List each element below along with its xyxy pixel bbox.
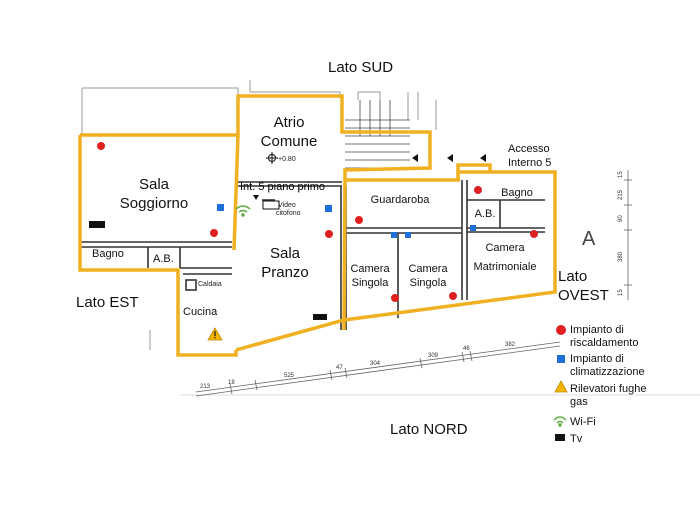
legend-gas-line1: Rilevatori fughe (570, 383, 646, 395)
atrio-label-1: Atrio (274, 114, 305, 131)
caldaia-label: Caldaia (198, 281, 222, 288)
dim-3: 47 (336, 365, 343, 371)
atrio-level: +0.80 (278, 156, 296, 163)
red-dot-icon (474, 186, 482, 194)
camera-singola-2-label-1: Camera (408, 263, 448, 275)
side-labels: Lato SUD Lato EST Lato OVEST Lato NORD (76, 59, 609, 438)
side-dimension-line (624, 170, 632, 300)
video-label-1: Video (278, 202, 296, 209)
side-dim-4: 15 (618, 289, 624, 296)
lato-ovest-label-1: Lato (558, 268, 587, 285)
dimension-labels: 213 18 525 47 304 309 46 382 (200, 342, 516, 390)
dimension-ticks (229, 350, 473, 395)
cucina-label: Cucina (183, 306, 218, 318)
lato-nord-label: Lato NORD (390, 421, 468, 438)
camera-matrimoniale-label-2: Matrimoniale (474, 261, 537, 273)
sala-pranzo-label-2: Pranzo (261, 264, 309, 281)
red-dot-icon (530, 230, 538, 238)
accesso-label-2: Interno 5 (508, 157, 551, 169)
camera-matrimoniale-label-1: Camera (485, 242, 525, 254)
staircase (345, 100, 410, 169)
blue-square-icon (470, 225, 476, 231)
ac-markers (217, 204, 476, 238)
dimension-line (195, 341, 561, 397)
side-dimension-labels: 15 215 90 380 15 (618, 171, 624, 296)
bagno-right-label: Bagno (501, 187, 533, 199)
accesso-label-1: Accesso (508, 143, 550, 155)
legend-tv-line1: Tv (570, 433, 583, 445)
camera-singola-1-label-2: Singola (352, 277, 390, 289)
video-label-2: citofono (276, 210, 301, 217)
dim-6: 46 (463, 346, 470, 352)
guardaroba-label: Guardaroba (371, 194, 431, 206)
sala-pranzo-label-1: Sala (270, 245, 301, 262)
sala-soggiorno-label-1: Sala (139, 176, 170, 193)
legend-ac-line2: climatizzazione (570, 366, 645, 378)
red-dot-icon (325, 230, 333, 238)
arrow-icon (253, 195, 259, 200)
side-dim-3: 380 (618, 251, 624, 262)
legend-heating-line1: Impianto di (570, 324, 624, 336)
ab-right-label: A.B. (475, 208, 496, 220)
dim-2: 525 (284, 373, 295, 379)
tv-icon (313, 314, 327, 320)
camera-singola-1-label-1: Camera (350, 263, 390, 275)
side-dim-2: 90 (618, 215, 624, 222)
camera-singola-2-label-2: Singola (410, 277, 448, 289)
arrow-icon (447, 154, 453, 162)
dim-5: 309 (428, 353, 439, 359)
red-dot-icon (355, 216, 363, 224)
dim-0: 213 (200, 384, 211, 390)
int5-label: Int. 5 piano primo (240, 181, 325, 193)
gas-detector-marker (207, 327, 223, 341)
red-dot-icon (97, 142, 105, 150)
sala-soggiorno-label-2: Soggiorno (120, 195, 188, 212)
legend: Impianto di riscaldamento Impianto di cl… (553, 324, 646, 445)
red-dot-icon (210, 229, 218, 237)
perimeter-walls (78, 94, 557, 357)
legend-wifi-icon (553, 416, 567, 427)
lato-sud-label: Lato SUD (328, 59, 393, 76)
atrio-label-2: Comune (261, 133, 318, 150)
tv-markers (89, 221, 327, 320)
legend-tv-icon (555, 434, 565, 441)
door-arrows (253, 154, 486, 200)
dim-4: 304 (370, 361, 381, 367)
interior-walls (80, 180, 545, 330)
blue-square-icon (217, 204, 224, 211)
a-marker: A (582, 228, 596, 250)
dim-1: 18 (228, 380, 235, 386)
tv-icon (89, 221, 105, 228)
legend-gas-line2: gas (570, 396, 588, 408)
blue-square-icon (405, 232, 411, 238)
intercom-icon (262, 200, 280, 210)
ab-left-label: A.B. (153, 253, 174, 265)
blue-square-icon (391, 232, 397, 238)
lato-ovest-label-2: OVEST (558, 287, 609, 304)
arrow-icon (412, 154, 418, 162)
wifi-icon (235, 205, 251, 217)
legend-blue-square-icon (557, 355, 565, 363)
bagno-left-label: Bagno (92, 248, 124, 260)
legend-wifi-line1: Wi-Fi (570, 416, 596, 428)
room-labels: Atrio Comune +0.80 Sala Soggiorno Int. 5… (92, 114, 596, 318)
blue-square-icon (325, 205, 332, 212)
level-marker-icon (266, 152, 278, 164)
lato-est-label: Lato EST (76, 294, 139, 311)
red-dot-icon (449, 292, 457, 300)
legend-warning-triangle-icon (554, 380, 568, 393)
side-dim-1: 215 (618, 189, 624, 200)
legend-red-dot-icon (556, 325, 566, 335)
red-dot-icon (391, 294, 399, 302)
arrow-icon (480, 154, 486, 162)
legend-heating-line2: riscaldamento (570, 337, 638, 349)
heating-markers (97, 142, 538, 302)
legend-ac-line1: Impianto di (570, 353, 624, 365)
side-dim-0: 15 (618, 171, 624, 178)
dim-7: 382 (505, 342, 516, 348)
